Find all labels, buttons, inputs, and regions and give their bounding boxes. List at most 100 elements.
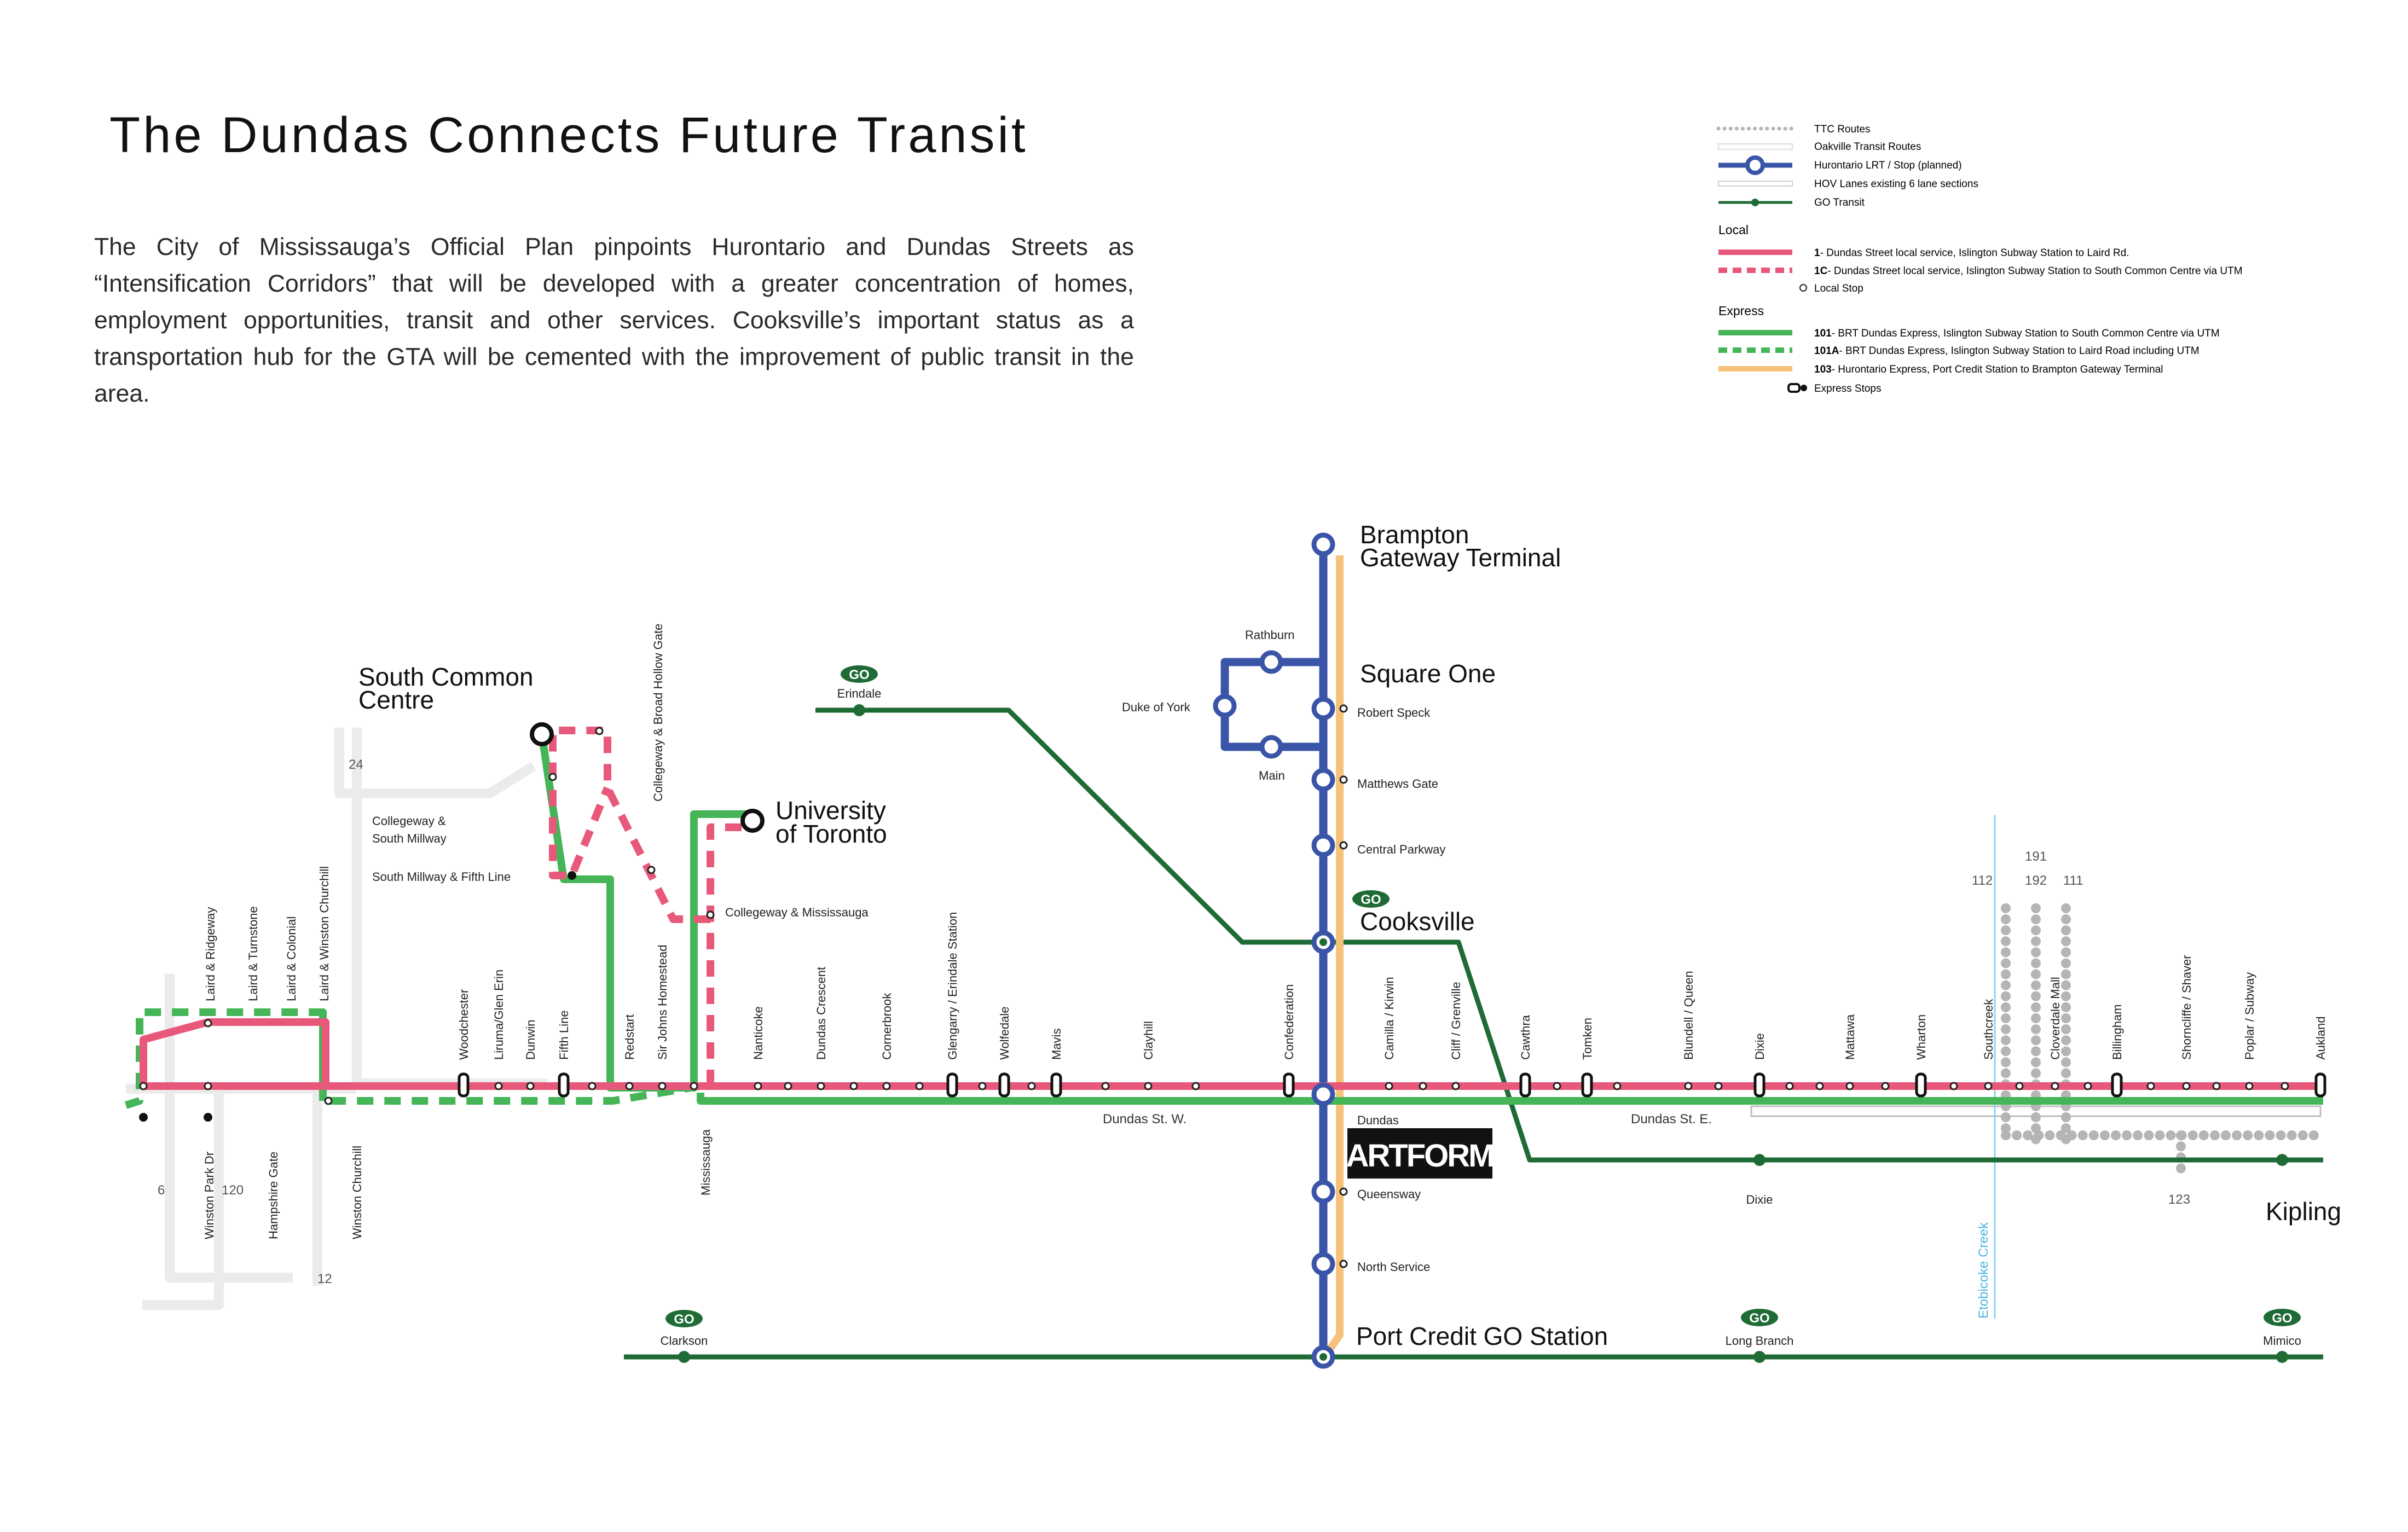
express-stop-tomken bbox=[1581, 1072, 1593, 1098]
ttc-111-label: 111 bbox=[2063, 873, 2083, 888]
laird-colonial-label: Laird & Colonial bbox=[285, 916, 298, 1001]
legend-local-heading: Local bbox=[1718, 223, 1749, 237]
local-stop-southcreek bbox=[1984, 1082, 1993, 1090]
lrt-central-parkway bbox=[1311, 833, 1335, 857]
page-title: The Dundas Connects Future Transit bbox=[109, 107, 1028, 163]
route-24-label: 24 bbox=[349, 757, 363, 772]
winston-park-label: Winston Park Dr bbox=[202, 1152, 216, 1239]
dundas-stop-label-cloverdale-mall: Cloverdale Mall bbox=[2048, 977, 2062, 1060]
legend-go-swatch bbox=[1751, 199, 1759, 206]
local-stop-poplar-subway bbox=[2245, 1082, 2254, 1090]
local-stop bbox=[915, 1082, 924, 1090]
lrt-matthews-gate bbox=[1311, 768, 1335, 792]
legend-route103-label: - Hurontario Express, Port Credit Statio… bbox=[1832, 364, 2163, 375]
local-stop bbox=[978, 1082, 987, 1090]
go-logo-icon: GO bbox=[1352, 890, 1390, 908]
local-stop bbox=[1027, 1082, 1036, 1090]
dundas-stop-label-fifth-line: Fifth Line bbox=[557, 1011, 571, 1060]
local-stop-nanticoke bbox=[754, 1082, 762, 1090]
robert-speck-label: Robert Speck bbox=[1357, 706, 1431, 719]
local-stop bbox=[784, 1082, 792, 1090]
dundas-stop-label-mavis: Mavis bbox=[1050, 1029, 1063, 1060]
go-logo-icon: GO bbox=[1741, 1309, 1778, 1326]
go-logo-icon: GO bbox=[841, 665, 878, 683]
legend-oakville-label: Oakville Transit Routes bbox=[1814, 141, 1921, 153]
express-stop-fifth-line bbox=[558, 1072, 570, 1098]
local-stop-liruma-glen-erin bbox=[494, 1082, 503, 1090]
local-stop bbox=[2280, 1082, 2289, 1090]
ttc-191-label: 191 bbox=[2025, 849, 2047, 864]
hampshire-gate-label: Hampshire Gate bbox=[267, 1152, 280, 1239]
dixie-go-label: Dixie bbox=[1746, 1193, 1773, 1206]
north-service-label: North Service bbox=[1357, 1260, 1430, 1274]
local-stop bbox=[1613, 1082, 1622, 1090]
local-stop bbox=[1714, 1082, 1723, 1090]
brampton-label-2: Gateway Terminal bbox=[1360, 543, 1561, 572]
lrt-north-service bbox=[1311, 1252, 1335, 1276]
laird-ridgeway-label: Laird & Ridgeway bbox=[204, 907, 217, 1001]
legend-route1-num: 1 bbox=[1814, 247, 1820, 259]
dundas-lrt-label: Dundas bbox=[1357, 1113, 1399, 1127]
mississauga-label: Mississauga bbox=[699, 1129, 713, 1196]
ttc-112-label: 112 bbox=[1972, 873, 1993, 888]
dundas-stop-label-sir-johns-homestead: Sir Johns Homestead bbox=[656, 945, 669, 1060]
dundas-stop-label-woodchester: Woodchester bbox=[457, 989, 471, 1060]
dundas-stop-label-mattawa: Mattawa bbox=[1843, 1014, 1857, 1060]
local-stop-dunwin bbox=[526, 1082, 535, 1090]
utm-label-2: of Toronto bbox=[775, 820, 887, 848]
dundas-stop-label-camilla-kirwin: Camilla / Kirwin bbox=[1382, 977, 1396, 1060]
dundas-stop-label-confederation: Confederation bbox=[1282, 984, 1296, 1060]
local-stop-cloverdale-mall bbox=[2051, 1082, 2059, 1090]
dundas-stop-label-liruma-glen-erin: Liruma/Glen Erin bbox=[492, 970, 506, 1060]
go-logo-text: GO bbox=[1749, 1311, 1769, 1326]
svg-text:103- Hurontario Express, Port: 103- Hurontario Express, Port Credit Sta… bbox=[1814, 364, 2163, 375]
go-logo-text: GO bbox=[2272, 1311, 2292, 1326]
go-logo-text: GO bbox=[1361, 892, 1381, 907]
dundas-stop-label-glengarry-erindale-station: Glengarry / Erindale Station bbox=[946, 912, 959, 1060]
long-branch-label: Long Branch bbox=[1726, 1334, 1794, 1348]
svg-text:101- BRT Dundas Express, Islin: 101- BRT Dundas Express, Islington Subwa… bbox=[1814, 328, 2220, 339]
main-label: Main bbox=[1259, 769, 1285, 782]
local-stop bbox=[1191, 1082, 1200, 1090]
go-milton-line bbox=[815, 707, 2323, 1163]
route-12-label: 12 bbox=[317, 1272, 332, 1286]
local-stop-sir-johns-homestead bbox=[658, 1082, 667, 1090]
oakville-routes bbox=[126, 728, 547, 1310]
south-common-label-1: South Common bbox=[358, 663, 534, 691]
svg-text:101A- BRT Dundas Express, Isli: 101A- BRT Dundas Express, Islington Subw… bbox=[1814, 345, 2199, 357]
local-stop-cliff-grenville bbox=[1451, 1082, 1460, 1090]
lrt-rathburn bbox=[1259, 650, 1283, 674]
legend-hov-label: HOV Lanes existing 6 lane sections bbox=[1814, 178, 1978, 190]
collegeway-south-millway-label-1: Collegeway & bbox=[372, 814, 446, 828]
ttc-123-label: 123 bbox=[2168, 1192, 2190, 1207]
express-stop-mavis bbox=[1050, 1072, 1062, 1098]
local-stop bbox=[849, 1082, 858, 1090]
dundas-stop-label-aukland: Aukland bbox=[2314, 1016, 2328, 1060]
legend-route101-num: 101 bbox=[1814, 328, 1832, 339]
duke-of-york-label: Duke of York bbox=[1122, 700, 1191, 714]
dundas-stop-label-cawthra: Cawthra bbox=[1519, 1014, 1532, 1060]
winston-churchill-label: Winston Churchill bbox=[350, 1146, 364, 1239]
rathburn-label: Rathburn bbox=[1245, 628, 1295, 642]
local-stop bbox=[2083, 1082, 2092, 1090]
dundas-stop-label-nanticoke: Nanticoke bbox=[751, 1006, 765, 1060]
express-stop-billingham bbox=[2111, 1072, 2123, 1098]
express-stop-dixie bbox=[1753, 1072, 1766, 1098]
local-stop bbox=[1881, 1082, 1890, 1090]
legend-route103-num: 103 bbox=[1814, 364, 1832, 375]
local-stop bbox=[2015, 1082, 2024, 1090]
svg-text:1- Dundas Street local service: 1- Dundas Street local service, Islingto… bbox=[1814, 247, 2129, 259]
dundas-stop-label-redstart: Redstart bbox=[623, 1014, 636, 1060]
dundas-stop-label-tomken: Tomken bbox=[1581, 1018, 1594, 1060]
dundas-e-label: Dundas St. E. bbox=[1631, 1112, 1712, 1127]
local-stop bbox=[2146, 1082, 2155, 1090]
laird-turnstone-label: Laird & Turnstone bbox=[246, 906, 260, 1001]
legend-hov-swatch bbox=[1718, 181, 1793, 187]
south-common-terminus bbox=[530, 722, 554, 746]
dundas-stop-label-wharton: Wharton bbox=[1914, 1014, 1928, 1060]
cooksville-label: Cooksville bbox=[1360, 907, 1475, 936]
legend-express-stop-swatch bbox=[1787, 383, 1801, 393]
erindale-label: Erindale bbox=[837, 687, 882, 700]
local-stop-redstart bbox=[625, 1082, 634, 1090]
